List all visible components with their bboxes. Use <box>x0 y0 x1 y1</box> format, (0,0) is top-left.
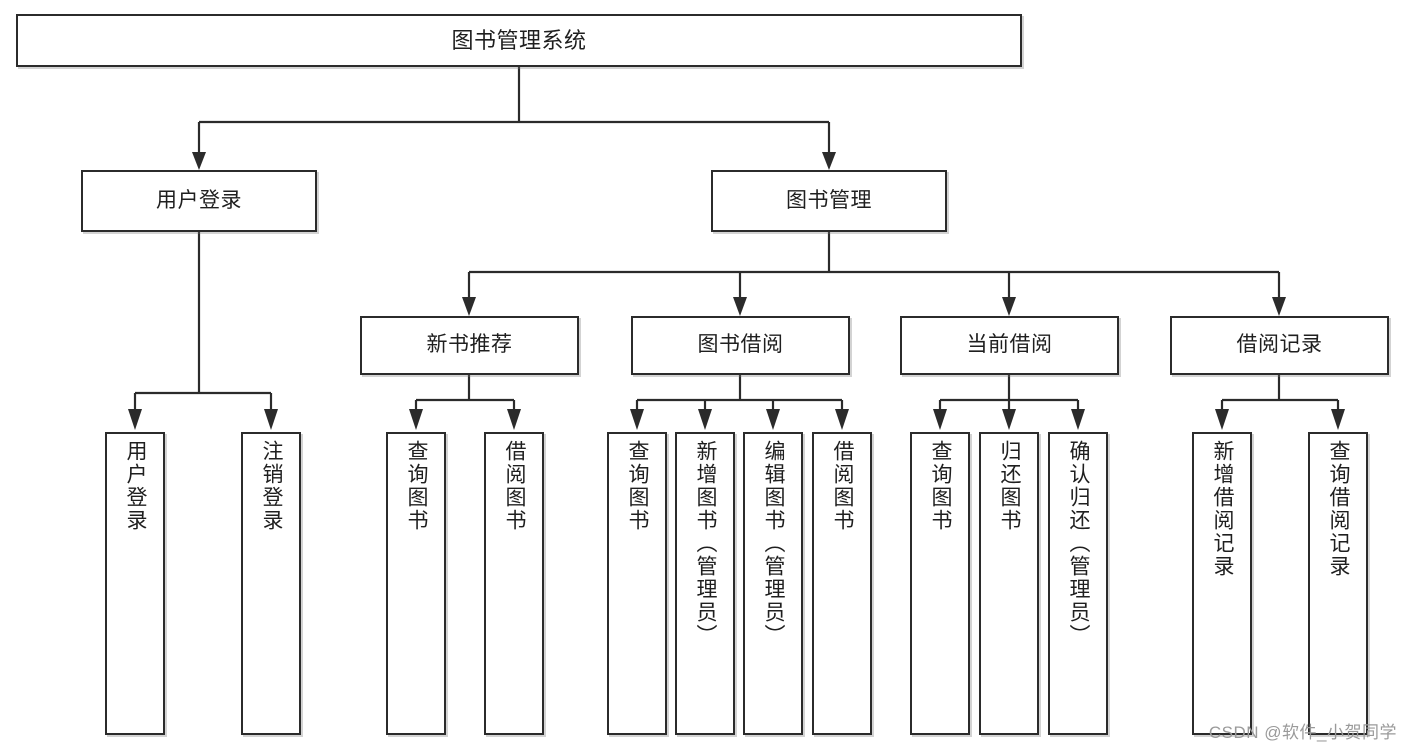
leaf-record-query[interactable]: 查询借阅记录 <box>1308 432 1368 735</box>
node-label: 新增借阅记录 <box>1211 440 1235 578</box>
node-root-system[interactable]: 图书管理系统 <box>16 14 1022 67</box>
node-label: 借阅图书 <box>503 440 527 532</box>
node-label: 查询图书 <box>626 440 650 532</box>
node-label: 新书推荐 <box>426 333 513 357</box>
node-label: 查询借阅记录 <box>1327 440 1351 578</box>
leaf-current-borrow-query[interactable]: 查询图书 <box>910 432 970 735</box>
node-label: 查询图书 <box>929 440 953 532</box>
leaf-current-borrow-confirm-return[interactable]: 确认归还（管理员） <box>1048 432 1108 735</box>
node-label: 用户登录 <box>124 440 148 532</box>
node-borrow-record[interactable]: 借阅记录 <box>1170 316 1389 375</box>
node-label: 图书管理系统 <box>451 27 587 53</box>
node-label: 编辑图书（管理员） <box>762 440 786 647</box>
leaf-new-book-query[interactable]: 查询图书 <box>386 432 446 735</box>
leaf-user-login-signout[interactable]: 注销登录 <box>241 432 301 735</box>
node-book-management[interactable]: 图书管理 <box>711 170 947 232</box>
node-user-login[interactable]: 用户登录 <box>81 170 317 232</box>
node-book-borrow[interactable]: 图书借阅 <box>631 316 850 375</box>
leaf-book-borrow-edit[interactable]: 编辑图书（管理员） <box>743 432 803 735</box>
leaf-record-add[interactable]: 新增借阅记录 <box>1192 432 1252 735</box>
leaf-book-borrow-lend[interactable]: 借阅图书 <box>812 432 872 735</box>
leaf-book-borrow-query[interactable]: 查询图书 <box>607 432 667 735</box>
node-label: 查询图书 <box>405 440 429 532</box>
node-label: 注销登录 <box>260 440 284 532</box>
node-new-book-recommend[interactable]: 新书推荐 <box>360 316 579 375</box>
leaf-user-login-signin[interactable]: 用户登录 <box>105 432 165 735</box>
node-label: 归还图书 <box>998 440 1022 532</box>
node-label: 新增图书（管理员） <box>694 440 718 647</box>
node-label: 用户登录 <box>156 188 242 212</box>
node-label: 图书借阅 <box>697 333 784 357</box>
node-label: 图书管理 <box>786 188 872 212</box>
node-label: 确认归还（管理员） <box>1067 440 1091 647</box>
node-label: 当前借阅 <box>966 333 1053 357</box>
leaf-current-borrow-return[interactable]: 归还图书 <box>979 432 1039 735</box>
leaf-book-borrow-add[interactable]: 新增图书（管理员） <box>675 432 735 735</box>
leaf-new-book-borrow[interactable]: 借阅图书 <box>484 432 544 735</box>
node-label: 借阅图书 <box>831 440 855 532</box>
node-current-borrow[interactable]: 当前借阅 <box>900 316 1119 375</box>
node-label: 借阅记录 <box>1236 333 1323 357</box>
